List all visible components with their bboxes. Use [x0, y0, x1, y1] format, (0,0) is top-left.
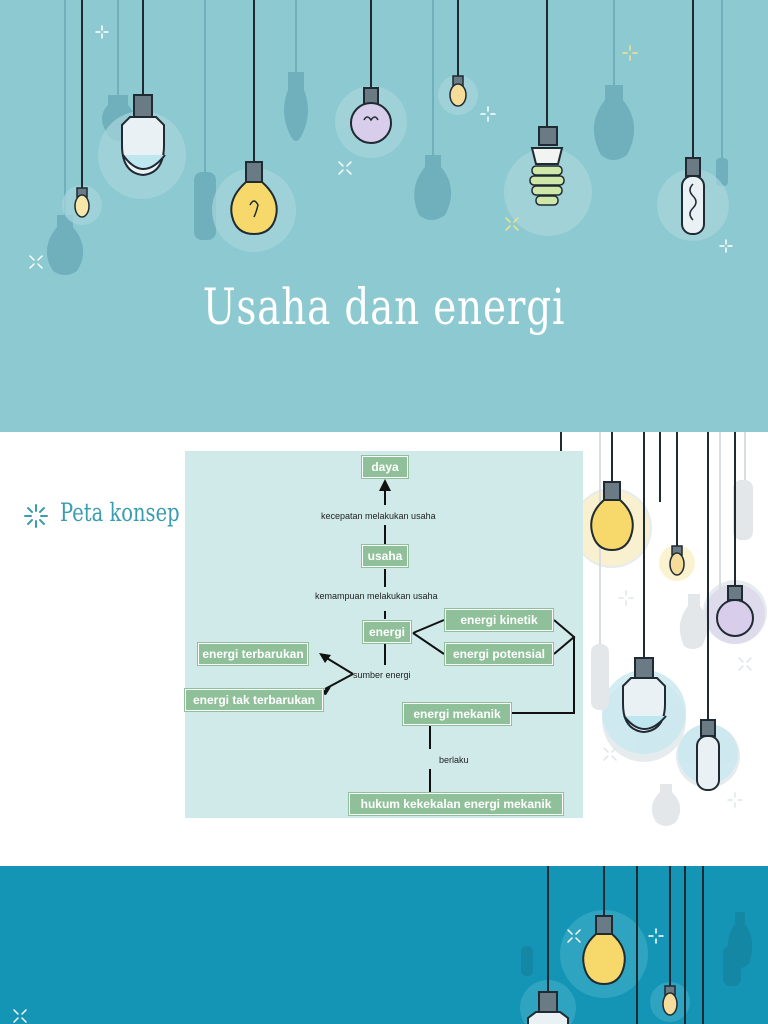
node-energi-tak-terbarukan: energi tak terbarukan [185, 689, 323, 711]
slide-title: Usaha dan energi [202, 278, 566, 336]
node-energi-kinetik: energi kinetik [445, 609, 553, 631]
node-energi-potensial: energi potensial [445, 643, 553, 665]
slide-heading: Peta konsep [60, 498, 180, 527]
label-kemampuan: kemampuan melakukan usaha [315, 591, 438, 601]
node-energi: energi [363, 621, 411, 643]
node-daya: daya [362, 456, 408, 478]
node-energi-terbarukan: energi terbarukan [198, 643, 308, 665]
label-kecepatan: kecepatan melakukan usaha [321, 511, 436, 521]
hanging-bulbs-decoration [29, 0, 733, 275]
sparkle-icon [24, 504, 48, 528]
hanging-bulbs-decoration-right [24, 432, 767, 826]
title-slide: Usaha dan energi [0, 0, 768, 432]
hanging-bulbs-decoration-bottom [13, 866, 753, 1024]
concept-map: daya kecepatan melakukan usaha usaha kem… [185, 451, 583, 818]
node-hukum-kekekalan: hukum kekekalan energi mekanik [349, 793, 563, 815]
label-berlaku: berlaku [439, 755, 469, 765]
node-usaha: usaha [362, 545, 408, 567]
concept-map-connectors [318, 479, 576, 792]
label-sumber: sumber energi [353, 670, 411, 680]
node-energi-mekanik: energi mekanik [403, 703, 511, 725]
next-slide-preview [0, 866, 768, 1024]
